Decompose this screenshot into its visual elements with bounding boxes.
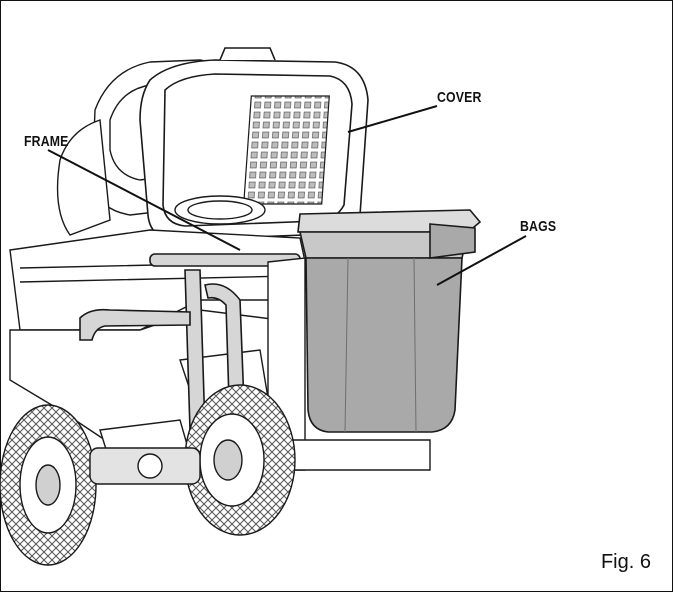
bags-callout: BAGS	[520, 218, 557, 235]
bags	[297, 209, 482, 433]
cover-callout: COVER	[437, 89, 482, 106]
leader-lines	[47, 105, 527, 286]
rear-wheel-left	[0, 404, 97, 566]
rear-axle	[89, 447, 201, 485]
cover	[139, 47, 369, 241]
rear-wheel-right	[184, 384, 296, 536]
figure-caption: Fig. 6	[600, 551, 651, 573]
frame-callout: FRAME	[24, 133, 69, 150]
